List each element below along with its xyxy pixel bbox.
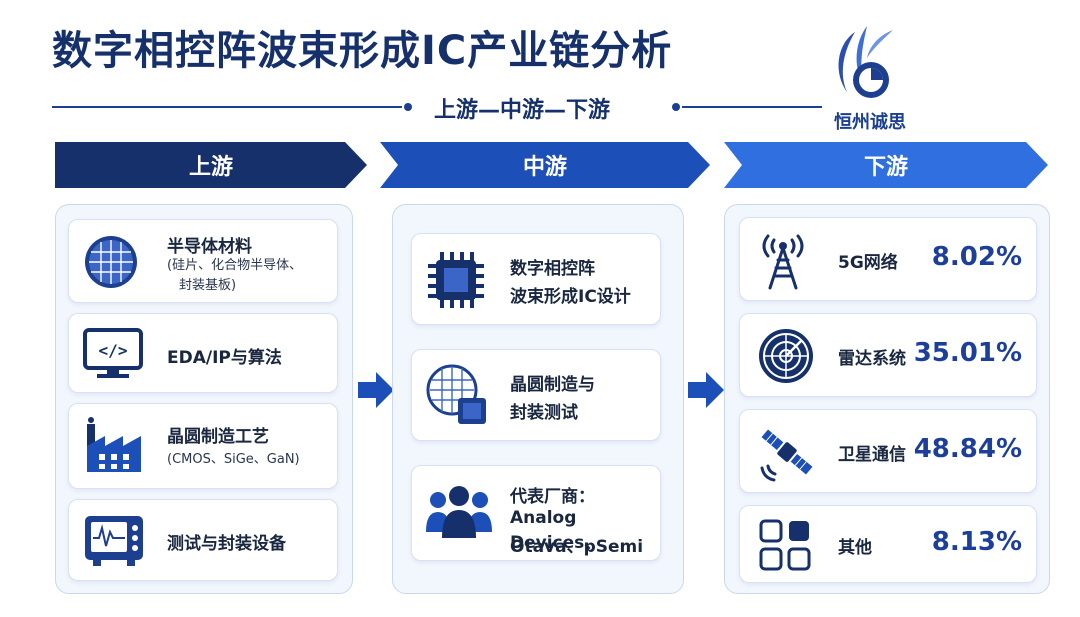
divider-right [682,106,822,108]
upstream-item-title: 测试与封装设备 [167,534,286,554]
svg-text:</>: </> [99,341,128,360]
midstream-item-title: 代表厂商： [510,487,595,507]
radar-icon [759,329,813,383]
upstream-card-materials: 半导体材料 (硅片、化合物半导体、 封装基板) [68,219,338,303]
downstream-card-satellite: 卫星通信 48.84% [739,409,1037,493]
upstream-item-note-2: 封装基板) [179,278,237,293]
midstream-item-title: 数字相控阵 [510,259,595,279]
upstream-item-title: 半导体材料 [167,237,252,257]
chip-icon [428,252,484,308]
vendor-list-line-1: Analog Devices、 [510,508,602,553]
midstream-card-fab: 晶圆制造与 封装测试 [411,349,661,441]
downstream-panel: 5G网络 8.02% 雷达系统 35.01% [724,204,1050,594]
upstream-label: 上游 [188,155,233,180]
upstream-banner: 上游 [55,142,367,188]
flow-arrow-icon [688,372,724,408]
downstream-item-title: 5G网络 [838,253,898,273]
market-share-value: 8.13% [931,527,1022,557]
antenna-tower-icon [762,234,804,290]
midstream-panel: 数字相控阵 波束形成IC设计 晶圆制造与 封装测试 代表厂商： Analog D… [392,204,684,594]
upstream-item-note: (CMOS、SiGe、GaN) [167,452,300,467]
oscilloscope-icon [85,516,143,566]
satellite-icon [760,429,813,482]
people-icon [426,486,492,538]
upstream-item-note: (硅片、化合物半导体、 [167,258,303,273]
upstream-item-title: EDA/IP与算法 [167,348,282,368]
downstream-item-title: 卫星通信 [838,445,906,465]
midstream-card-vendors: 代表厂商： Analog Devices、 Otava、pSemi [411,465,661,561]
flow-arrow-icon [358,372,394,408]
downstream-card-radar: 雷达系统 35.01% [739,313,1037,397]
upstream-card-eda: </> EDA/IP与算法 [68,313,338,393]
divider-dot-left [404,103,412,111]
divider-left [52,106,402,108]
page-title: 数字相控阵波束形成IC产业链分析 [52,28,673,74]
market-share-value: 35.01% [913,338,1022,368]
downstream-card-other: 其他 8.13% [739,505,1037,583]
market-share-value: 48.84% [913,434,1022,464]
downstream-item-title: 其他 [838,538,872,558]
midstream-banner: 中游 [380,142,710,188]
market-share-value: 8.02% [931,242,1022,272]
midstream-label: 中游 [522,155,567,180]
page-subtitle: 上游—中游—下游 [434,98,611,123]
upstream-panel: 半导体材料 (硅片、化合物半导体、 封装基板) </> EDA/IP与算法 晶圆… [55,204,353,594]
factory-icon [87,417,141,472]
logo-text: 恒州诚思 [834,112,906,133]
midstream-item-title: 晶圆制造与 [510,375,595,395]
subtitle-row: 上游—中游—下游 [52,92,822,123]
divider-dot-right [672,103,680,111]
downstream-banner: 下游 [724,142,1048,188]
downstream-card-5g: 5G网络 8.02% [739,217,1037,301]
midstream-card-design: 数字相控阵 波束形成IC设计 [411,233,661,325]
logo-mark-icon [838,26,893,98]
company-logo: 恒州诚思 [815,22,925,134]
downstream-label: 下游 [863,155,908,180]
upstream-item-title: 晶圆制造工艺 [167,427,269,447]
wafer-icon [85,236,137,288]
grid-icon [759,519,811,571]
upstream-card-fab: 晶圆制造工艺 (CMOS、SiGe、GaN) [68,403,338,489]
downstream-item-title: 雷达系统 [838,349,906,369]
vendor-list-line-2: Otava、pSemi [510,537,644,557]
upstream-card-test: 测试与封装设备 [68,499,338,581]
midstream-item-title-2: 封装测试 [510,403,578,423]
wafer-chip-icon [426,364,486,424]
code-monitor-icon: </> [83,328,143,378]
midstream-item-title-2: 波束形成IC设计 [510,287,631,307]
